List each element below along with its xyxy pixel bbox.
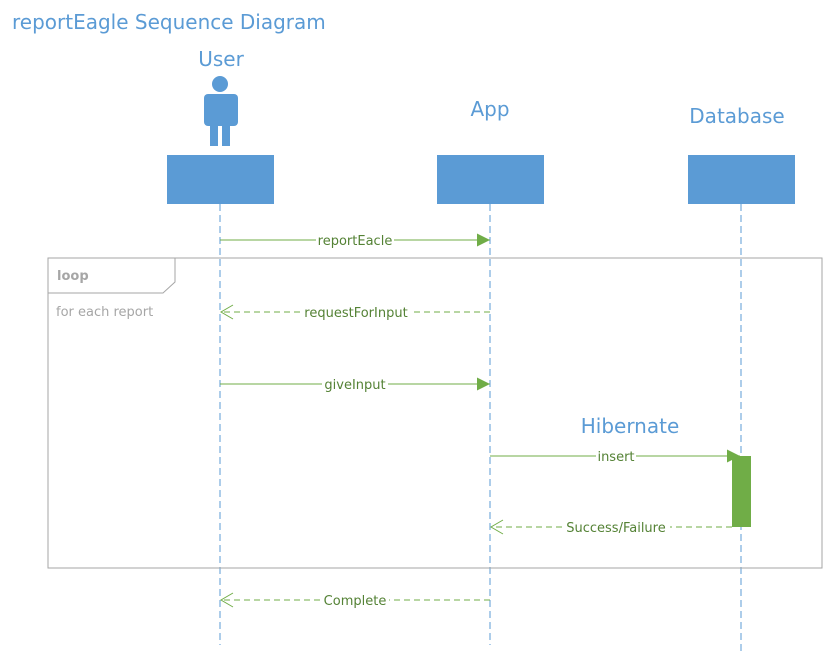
participant-database: Database [688, 104, 795, 655]
message-label: reportEacle [318, 234, 393, 249]
open-arrowhead [220, 592, 234, 608]
loop-frame: loop for each report [47, 257, 823, 569]
message-label: insert [597, 450, 634, 465]
participant-database-box [688, 155, 795, 204]
participant-app-label: App [470, 97, 509, 121]
activation-bar-database [732, 456, 751, 527]
loop-keyword: loop [57, 269, 89, 284]
message-label: giveInput [324, 378, 385, 393]
message-reporteacle: reportEacle [220, 232, 490, 249]
participant-app-box [437, 155, 544, 204]
open-arrowhead [220, 304, 234, 320]
message-requestforinput: requestForInput [220, 304, 490, 321]
hibernate-annotation: Hibernate [581, 414, 680, 438]
message-insert: insert [490, 448, 740, 465]
message-complete: Complete [220, 592, 490, 609]
message-label: Complete [324, 594, 387, 609]
message-giveinput: giveInput [220, 376, 490, 393]
participant-user-box [167, 155, 274, 204]
open-arrowhead [490, 519, 504, 535]
loop-frame-tab [48, 257, 176, 294]
diagram-title: reportEagle Sequence Diagram [12, 10, 326, 34]
person-icon [204, 76, 238, 146]
participant-app: App [437, 97, 544, 645]
loop-guard: for each report [56, 305, 153, 320]
message-success-failure: Success/Failure [490, 519, 732, 536]
participant-database-label: Database [689, 104, 784, 128]
message-label: Success/Failure [566, 521, 665, 536]
message-label: requestForInput [304, 306, 407, 321]
participant-user-label: User [198, 47, 244, 71]
participant-user: User [167, 47, 274, 645]
loop-frame-border [47, 257, 823, 569]
